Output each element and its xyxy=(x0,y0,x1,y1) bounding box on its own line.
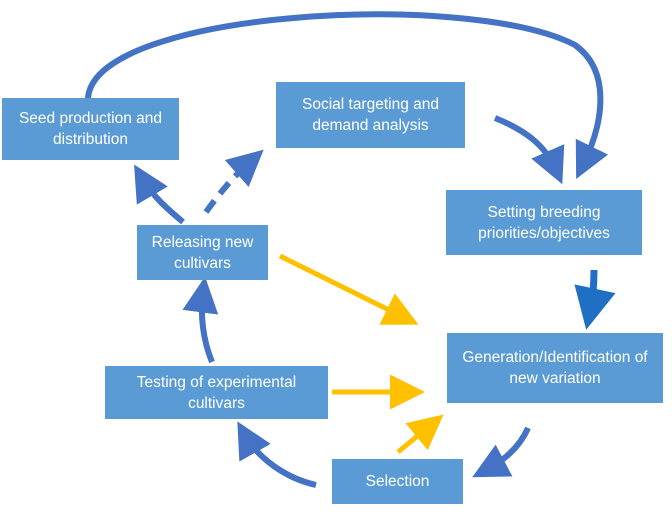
arrow-priorities-to-generation xyxy=(574,269,616,330)
node-selection-label: Selection xyxy=(365,473,430,490)
arrow-seed-to-priorities xyxy=(85,11,609,180)
arrow-releasing-to-seed xyxy=(134,164,185,225)
arrow-releasing-to-social-dashed xyxy=(203,149,264,214)
arrow-selection-to-testing xyxy=(237,421,317,488)
node-selection: Selection xyxy=(332,459,463,504)
node-setting-priorities-label: Setting breeding priorities/objectives xyxy=(478,203,610,242)
node-releasing: Releasing new cultivars xyxy=(137,225,268,280)
node-seed-production: Seed production and distribution xyxy=(2,98,179,160)
node-generation-variation: Generation/Identification of new variati… xyxy=(447,333,663,403)
node-generation-variation-label: Generation/Identification of new variati… xyxy=(462,349,648,387)
node-social-targeting: Social targeting and demand analysis xyxy=(276,82,465,148)
node-seed-production-label: Seed production and distribution xyxy=(18,110,163,148)
arrow-selection-to-generation xyxy=(396,414,444,454)
node-setting-priorities: Setting breeding priorities/objectives xyxy=(446,190,642,255)
node-social-targeting-label: Social targeting and demand analysis xyxy=(301,96,439,134)
arrow-social-to-priorities xyxy=(493,115,565,185)
node-testing: Testing of experimental cultivars xyxy=(105,366,328,419)
node-testing-label: Testing of experimental cultivars xyxy=(136,373,297,412)
node-releasing-label: Releasing new cultivars xyxy=(151,233,254,272)
arrow-generation-to-selection xyxy=(472,426,531,478)
arrow-releasing-to-generation xyxy=(278,253,419,325)
arrow-testing-to-releasing xyxy=(182,276,219,364)
